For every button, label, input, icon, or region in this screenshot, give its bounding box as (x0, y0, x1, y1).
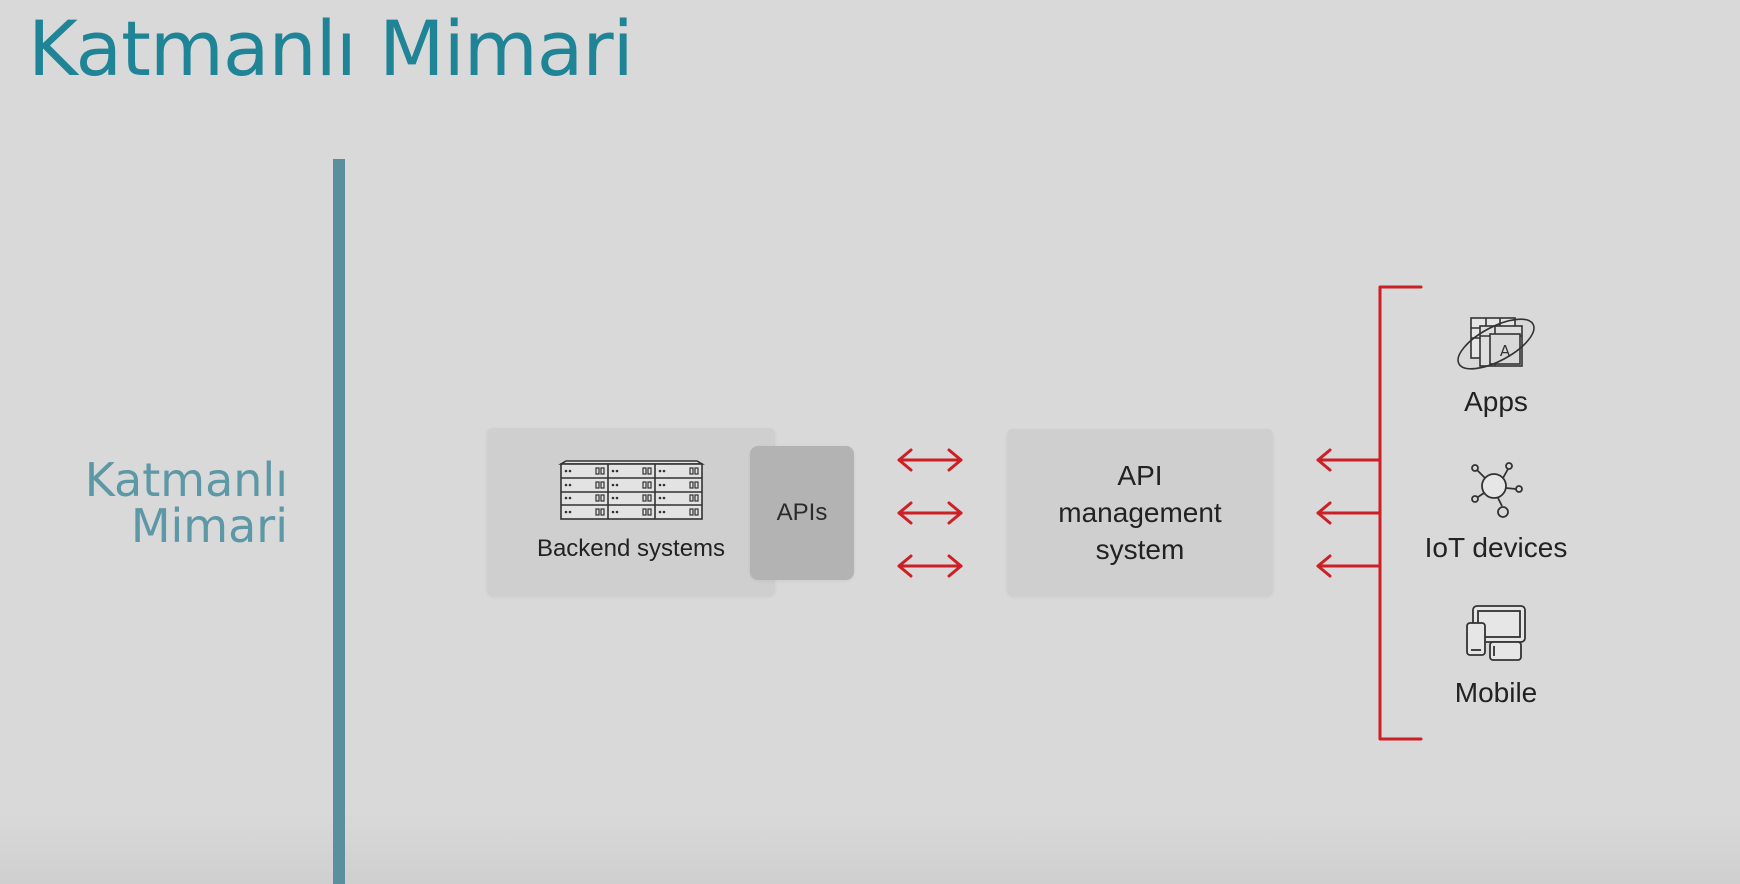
slide-title: Katmanlı Mimari (28, 4, 634, 93)
client-label-apps: Apps (1464, 386, 1528, 417)
apis-box: APIs (750, 446, 854, 580)
bidirectional-arrow-2 (897, 501, 963, 525)
api-management-line3: system (1095, 534, 1185, 565)
api-management-box: API management system (1007, 429, 1273, 596)
client-bracket (1316, 285, 1423, 741)
bracket-arrow-1 (1316, 448, 1382, 472)
server-rack-icon (558, 460, 705, 520)
bracket-arrow-3 (1316, 554, 1382, 578)
api-management-line1: API (1117, 460, 1163, 491)
section-label: Katmanlı Mimari (85, 457, 288, 549)
bracket-arrow-2 (1316, 501, 1382, 525)
bidirectional-arrows (897, 448, 963, 578)
apps-icon: A (1457, 317, 1535, 370)
client-label-iot: IoT devices (1424, 532, 1568, 563)
iot-icon (1471, 462, 1523, 518)
backend-systems-label: Backend systems (536, 535, 726, 562)
section-label-line1: Katmanlı (84, 453, 288, 507)
svg-text:A: A (1500, 342, 1511, 360)
api-management-line2: management (1058, 497, 1222, 528)
apis-label: APIs (776, 499, 828, 526)
client-label-mobile: Mobile (1454, 677, 1538, 708)
bidirectional-arrow-1 (897, 448, 963, 472)
api-management-label: API management system (1058, 457, 1221, 568)
section-label-line2: Mimari (130, 499, 288, 553)
mobile-icon (1466, 605, 1526, 661)
vertical-divider (333, 159, 345, 884)
bidirectional-arrow-3 (897, 554, 963, 578)
